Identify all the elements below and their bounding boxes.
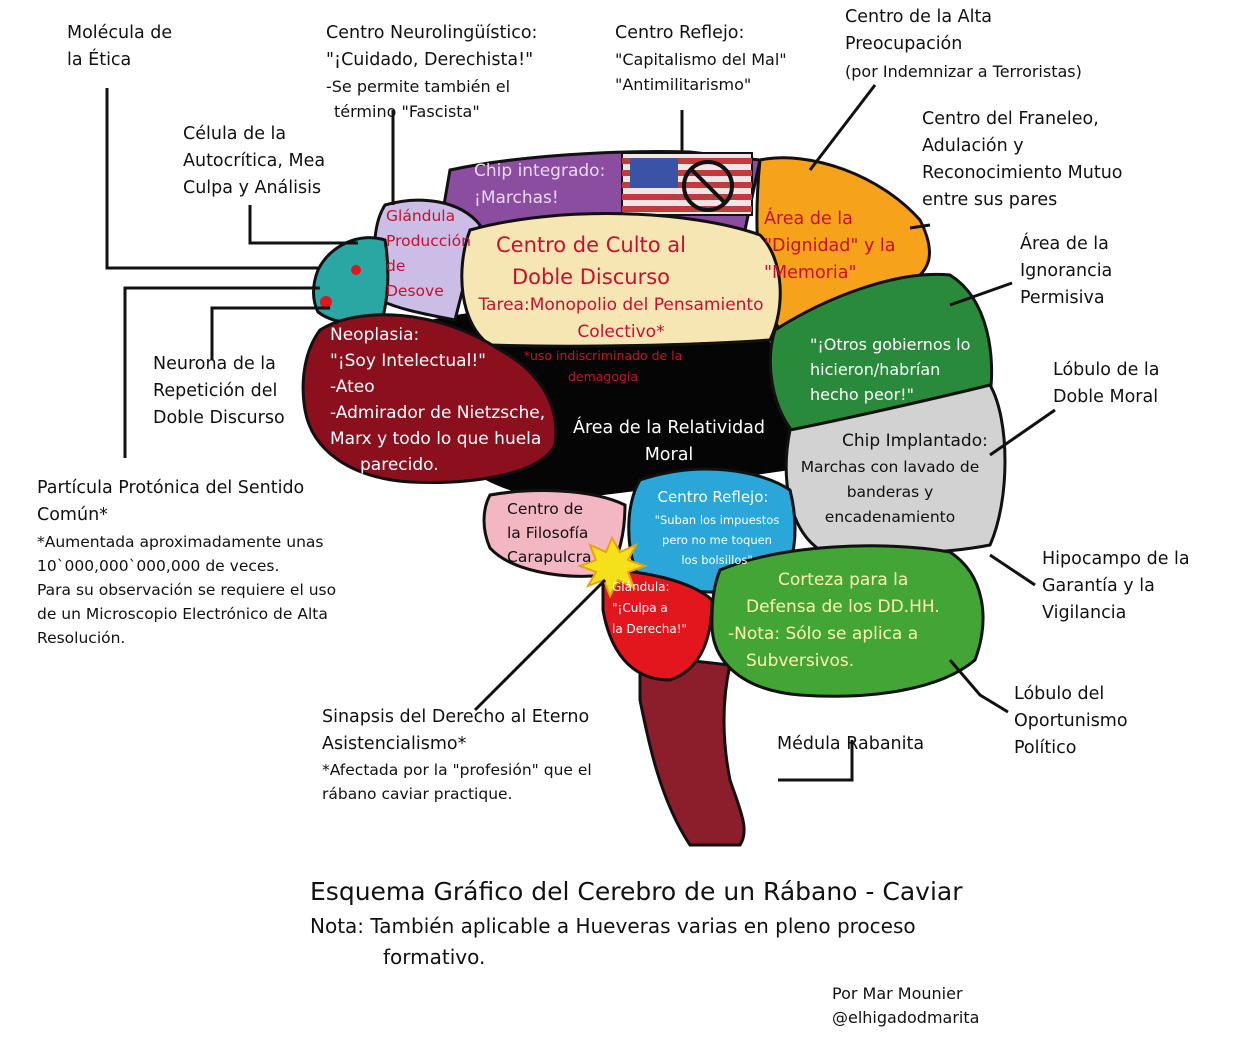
culto-region [460, 212, 782, 348]
region-text-otros-gobiernos: "¡Otros gobiernos lo hicieron/habrían he… [810, 335, 971, 404]
region-text-reflejo-blue-body: "Suban los impuestos pero no me toquen l… [654, 513, 780, 567]
region-text-culto: Centro de Culto al Doble Discurso [495, 233, 686, 289]
region-text-culto-task: Tarea:Monopolio del Pensamiento Colectiv… [478, 295, 764, 342]
chip-implantado-region [784, 383, 1007, 555]
teal-dot [320, 296, 332, 308]
region-text-corteza: Corteza para la Defensa de los DD.HH. -N… [728, 570, 940, 671]
region-text-chip-implantado-title: Chip Implantado: [842, 431, 988, 451]
label-hipocampo: Hipocampo de la Garantía y la Vigilancia [1042, 549, 1190, 623]
teal-region [312, 236, 390, 325]
diagram-title: Esquema Gráfico del Cerebro de un Rábano… [310, 877, 963, 906]
region-text-neoplasia: Neoplasia: "¡Soy Intelectual!" -Ateo -Ad… [330, 325, 546, 475]
label-ignorancia: Área de la Ignorancia Permisiva [1020, 234, 1113, 308]
region-text-chip-implantado-body: Marchas con lavado de banderas y encaden… [800, 458, 980, 526]
label-celula: Célula de la Autocrítica, Mea Culpa y An… [183, 124, 326, 198]
label-particula: Partícula Protónica del Sentido Común* [37, 478, 305, 525]
label-centro-reflejo-top: Centro Reflejo: "Capitalismo del Mal" "A… [615, 23, 787, 94]
region-text-dignidad: Área de la "Dignidad" y la "Memoria" [764, 209, 896, 283]
prohibited-sign-icon [682, 160, 734, 212]
corteza-region [710, 544, 985, 698]
label-alta-preocupacion: Centro de la Alta Preocupación (por Inde… [845, 7, 1082, 81]
label-sinapsis: Sinapsis del Derecho al Eterno Asistenci… [322, 707, 590, 754]
author-credit: Por Mar Mounier @elhigadodmarita [832, 984, 980, 1027]
region-text-chip-marchas: Chip integrado: ¡Marchas! [474, 161, 606, 208]
synapse-spark [577, 535, 649, 599]
region-text-relatividad: Área de la Relatividad Moral [572, 418, 766, 465]
label-molecula: Molécula de la Ética [67, 23, 173, 70]
label-sinapsis-note: *Afectada por la "profesión" que el rába… [322, 761, 592, 803]
region-text-glandula-culpa: Glándula: "¡Culpa a la Derecha!" [612, 580, 688, 636]
region-text-filosofia: Centro de la Filosofía Carapulcra [507, 500, 592, 566]
label-medula: Médula Rabanita [777, 734, 925, 754]
molecule-icon [351, 265, 361, 275]
leader-lines [105, 84, 1056, 782]
brain-stem [638, 653, 746, 847]
label-neurona: Neurona de la Repetición del Doble Discu… [153, 354, 285, 428]
neoplasia-region [301, 313, 558, 484]
label-particula-note: *Aumentada aproximadamente unas 10`000,0… [37, 533, 337, 647]
region-text-reflejo-blue-title: Centro Reflejo: [657, 488, 769, 506]
region-text-glandula-desove: Glándula Producción de Desove [386, 207, 471, 300]
label-franeleo: Centro del Franeleo, Adulación y Reconoc… [922, 109, 1123, 210]
region-text-culto-note: *uso indiscriminado de la demagogia [523, 348, 683, 384]
label-doble-moral: Lóbulo de la Doble Moral [1053, 360, 1160, 407]
label-oportunismo: Lóbulo del Oportunismo Político [1014, 684, 1128, 758]
diagram-note: Nota: También aplicable a Hueveras varia… [310, 914, 916, 969]
glandula-culpa-region [601, 568, 714, 682]
label-centro-neurolinguistico: Centro Neurolingüístico: "¡Cuidado, Dere… [326, 23, 538, 121]
